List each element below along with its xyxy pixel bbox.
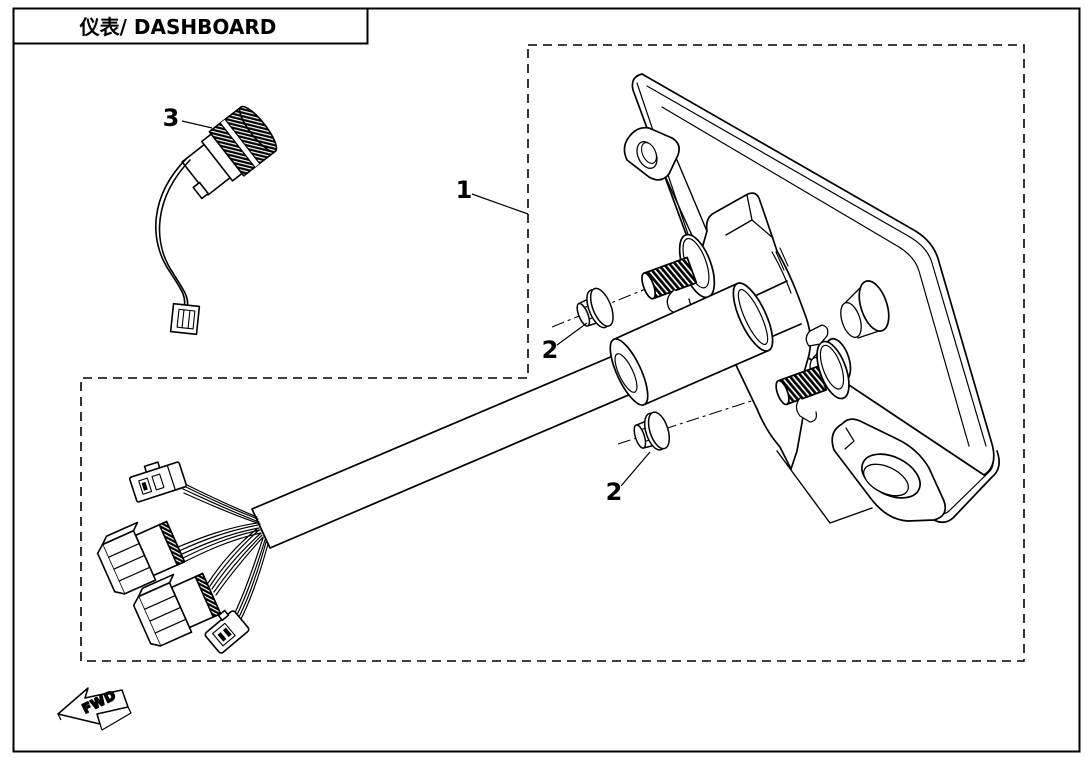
stud-lower — [774, 325, 856, 422]
part3-cable — [156, 158, 190, 308]
steering-tube — [252, 353, 638, 548]
wire-bundle-c — [208, 528, 263, 595]
wire-bundle-b — [178, 523, 261, 563]
title-box: 仪表/ DASHBOARD — [14, 9, 368, 44]
leader-lines — [182, 121, 650, 486]
panel-boss-upper — [837, 277, 895, 340]
stud-upper — [639, 230, 721, 318]
tube-upper-segment — [757, 281, 801, 337]
wiring-harness — [178, 482, 268, 623]
flange-nut-upper — [572, 285, 618, 335]
page-border — [14, 9, 1080, 752]
bracket-upper-lug — [624, 128, 714, 262]
connector-block-lower — [129, 563, 223, 649]
bracket-lower-arm — [777, 419, 945, 523]
dashboard-unit-drawing — [624, 74, 999, 523]
leader-line-2-upper — [557, 323, 587, 345]
flange-nuts — [572, 285, 674, 456]
title-box-frame — [14, 9, 368, 44]
flange-nut-lower — [630, 410, 674, 456]
leader-line-1 — [472, 194, 528, 214]
retainer-clip-lower — [806, 325, 828, 346]
leader-line-3 — [182, 121, 212, 128]
callout-part-3: 3 — [163, 104, 180, 132]
connector-small-upper — [127, 456, 186, 503]
fwd-direction-arrow: FWD — [58, 688, 131, 730]
wire-bundle-a — [181, 482, 260, 524]
steering-tube-assembly — [252, 278, 801, 548]
leader-line-2-lower — [621, 452, 650, 486]
callout-part-1: 1 — [456, 176, 473, 204]
part3-sensor-drawing — [156, 102, 282, 334]
connector-block-upper — [93, 511, 187, 597]
connector-small-lower — [201, 606, 250, 654]
part3-cable-connector — [171, 304, 200, 335]
callouts: 1 2 2 3 — [163, 104, 650, 506]
page-title: 仪表/ DASHBOARD — [79, 15, 277, 39]
panel-edge-seam-inner — [662, 107, 969, 446]
callout-part-2-lower: 2 — [606, 478, 623, 506]
callout-part-2-upper: 2 — [542, 336, 559, 364]
wire-bundle-d — [233, 538, 268, 623]
harness-connectors — [93, 456, 250, 654]
tube-collar — [603, 278, 781, 410]
fwd-arrow-shape — [58, 688, 128, 724]
dashboard-back-panel — [632, 74, 993, 475]
part3-body — [172, 102, 281, 205]
panel-edge-seam-outer — [647, 86, 986, 446]
parts-boundary-dashed-box — [81, 45, 1024, 661]
